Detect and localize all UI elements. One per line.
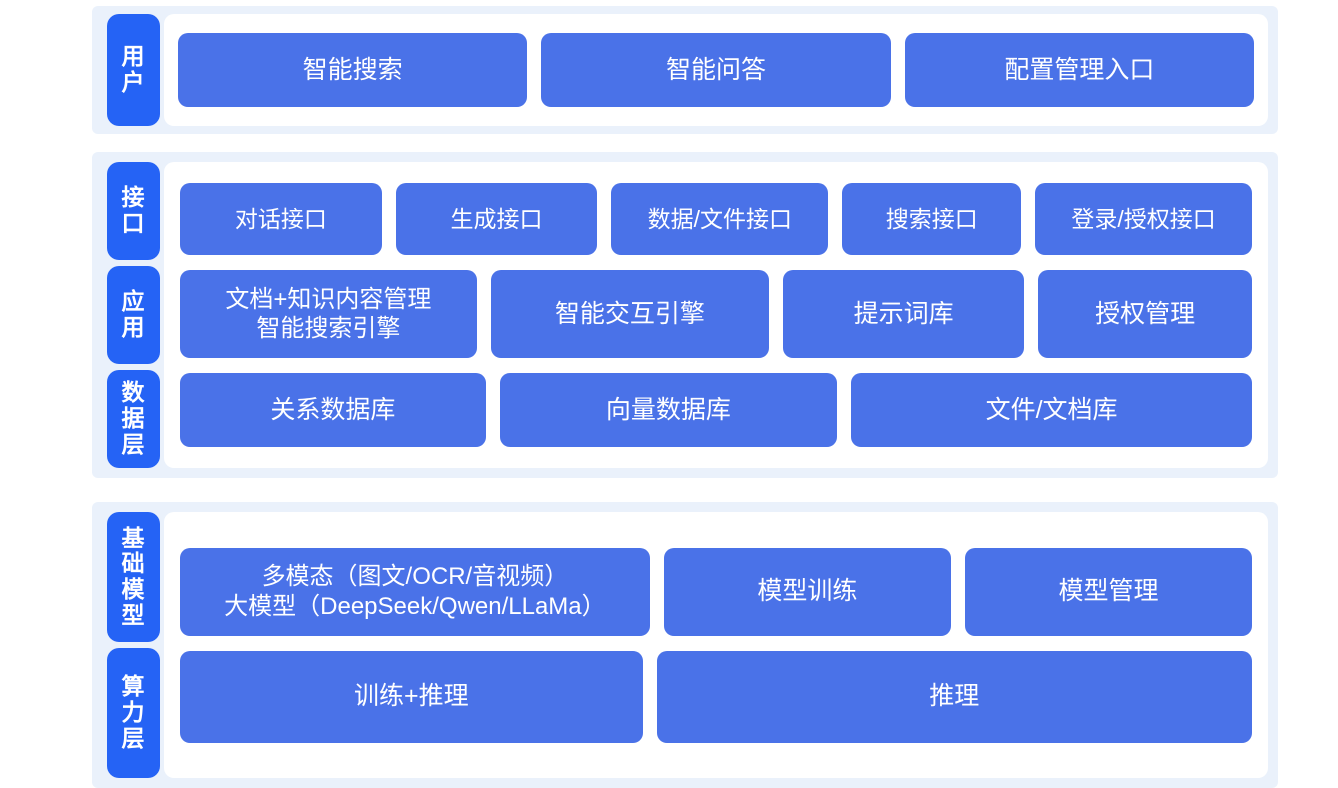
card-generation-api[interactable]: 生成接口 (395, 183, 598, 255)
layer-tab-foundation-model[interactable]: 基础模型 (107, 512, 160, 642)
card-config-management-entry[interactable]: 配置管理入口 (904, 33, 1254, 107)
layer-tab-compute[interactable]: 算力层 (107, 648, 160, 778)
card-dialog-api[interactable]: 对话接口 (180, 183, 382, 255)
card-relational-database[interactable]: 关系数据库 (180, 373, 486, 447)
card-search-api[interactable]: 搜索接口 (842, 183, 1022, 255)
tab-column-bottom: 基础模型 算力层 (92, 502, 160, 788)
card-training-and-inference[interactable]: 训练+推理 (180, 650, 643, 743)
card-login-auth-api[interactable]: 登录/授权接口 (1035, 183, 1252, 255)
card-data-file-api[interactable]: 数据/文件接口 (611, 183, 829, 255)
card-doc-knowledge-content-management[interactable]: 文档+知识内容管理 智能搜索引擎 (180, 270, 477, 358)
row-foundation-model: 多模态（图文/OCR/音视频） 大模型（DeepSeek/Qwen/LLaMa）… (180, 547, 1252, 636)
card-file-document-store[interactable]: 文件/文档库 (851, 373, 1252, 447)
panel-bottom: 多模态（图文/OCR/音视频） 大模型（DeepSeek/Qwen/LLaMa）… (164, 512, 1268, 778)
card-smart-search[interactable]: 智能搜索 (178, 33, 528, 107)
card-authorization-management[interactable]: 授权管理 (1038, 270, 1252, 358)
card-vector-database[interactable]: 向量数据库 (499, 373, 838, 447)
layer-tab-user[interactable]: 用户 (107, 14, 160, 126)
card-smart-qa[interactable]: 智能问答 (541, 33, 891, 107)
band-middle: 接口 应用 数据层 对话接口 生成接口 数据/文件接口 搜索接口 登录/授权接口… (92, 152, 1278, 478)
panel-middle: 对话接口 生成接口 数据/文件接口 搜索接口 登录/授权接口 文档+知识内容管理… (164, 162, 1268, 468)
card-inference[interactable]: 推理 (656, 650, 1252, 743)
row-interface: 对话接口 生成接口 数据/文件接口 搜索接口 登录/授权接口 (180, 183, 1252, 255)
card-multimodal-large-model[interactable]: 多模态（图文/OCR/音视频） 大模型（DeepSeek/Qwen/LLaMa） (180, 547, 650, 636)
row-data: 关系数据库 向量数据库 文件/文档库 (180, 373, 1252, 447)
band-bottom: 基础模型 算力层 多模态（图文/OCR/音视频） 大模型（DeepSeek/Qw… (92, 502, 1278, 788)
card-prompt-library[interactable]: 提示词库 (782, 270, 1025, 358)
card-model-training[interactable]: 模型训练 (663, 547, 951, 636)
card-smart-interaction-engine[interactable]: 智能交互引擎 (490, 270, 769, 358)
row-application: 文档+知识内容管理 智能搜索引擎 智能交互引擎 提示词库 授权管理 (180, 270, 1252, 358)
row-user: 智能搜索 智能问答 配置管理入口 (178, 33, 1254, 107)
tab-column-user: 用户 (92, 6, 160, 134)
band-user: 用户 智能搜索 智能问答 配置管理入口 (92, 6, 1278, 134)
panel-user: 智能搜索 智能问答 配置管理入口 (164, 14, 1268, 126)
layer-tab-application[interactable]: 应用 (107, 266, 160, 364)
tab-column-middle: 接口 应用 数据层 (92, 152, 160, 478)
card-model-management[interactable]: 模型管理 (964, 547, 1252, 636)
row-compute: 训练+推理 推理 (180, 650, 1252, 743)
layer-tab-data[interactable]: 数据层 (107, 370, 160, 468)
layer-tab-interface[interactable]: 接口 (107, 162, 160, 260)
